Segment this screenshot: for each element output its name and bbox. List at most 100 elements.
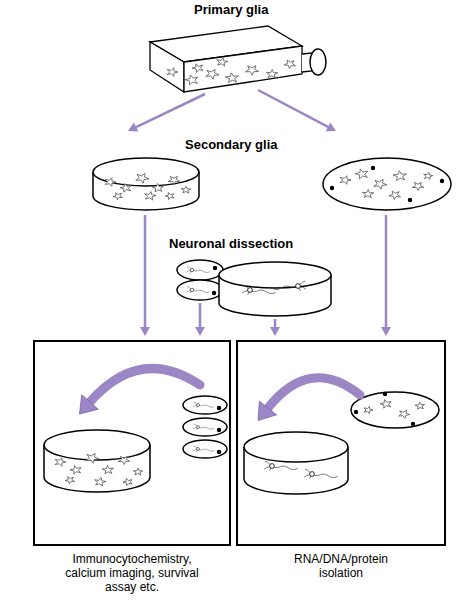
axon bbox=[193, 270, 210, 272]
glia-cell bbox=[217, 58, 228, 67]
glia-cell bbox=[165, 193, 174, 200]
glia-cell bbox=[123, 479, 132, 486]
glia-cell bbox=[136, 173, 149, 183]
glia-cell bbox=[113, 193, 122, 200]
glia-cell bbox=[133, 468, 143, 475]
glia-cell bbox=[152, 184, 163, 192]
glia-cell bbox=[362, 190, 373, 198]
glia-cell bbox=[266, 70, 277, 78]
glia-cell bbox=[145, 192, 156, 201]
glia-cell bbox=[65, 477, 74, 484]
flow-arrow bbox=[274, 319, 277, 327]
flow-arrow bbox=[385, 215, 388, 327]
arrow-head bbox=[195, 327, 205, 336]
arrow-head bbox=[326, 122, 336, 131]
arrow-head bbox=[79, 395, 98, 414]
arrow-head bbox=[140, 327, 150, 336]
bead bbox=[440, 179, 444, 183]
bead bbox=[411, 422, 415, 426]
glia-cell bbox=[168, 176, 180, 184]
soma bbox=[190, 288, 193, 291]
bead bbox=[212, 291, 216, 295]
glia-cell bbox=[120, 184, 131, 193]
soma bbox=[248, 288, 253, 293]
axon bbox=[199, 449, 214, 451]
dish-rim bbox=[44, 430, 150, 460]
axon bbox=[314, 474, 338, 477]
glia-cell bbox=[181, 186, 191, 193]
axon bbox=[199, 427, 214, 429]
soma bbox=[197, 404, 200, 407]
assay-caption: RNA/DNA/protein isolation bbox=[285, 552, 397, 580]
soma bbox=[310, 472, 315, 477]
flask-side bbox=[150, 42, 184, 92]
neuron bbox=[304, 469, 338, 479]
glia-cell bbox=[185, 75, 198, 85]
soma bbox=[190, 268, 193, 271]
glia-cell bbox=[399, 410, 410, 418]
dish-rim bbox=[93, 158, 199, 186]
glia-cell bbox=[412, 182, 424, 190]
axon bbox=[272, 286, 296, 289]
flow-arrow bbox=[136, 94, 205, 127]
axon bbox=[193, 290, 210, 292]
glia-cell bbox=[380, 400, 391, 409]
arrow-head bbox=[128, 123, 138, 132]
glia-cell bbox=[284, 60, 295, 68]
coverslip bbox=[177, 260, 223, 280]
neuron bbox=[193, 402, 214, 408]
glia-cell bbox=[86, 453, 99, 463]
bead bbox=[213, 266, 217, 270]
glia-cell bbox=[245, 66, 258, 76]
glia-cell bbox=[118, 456, 130, 464]
arrow-head bbox=[381, 327, 391, 336]
bead bbox=[330, 186, 334, 190]
axon bbox=[252, 290, 276, 293]
neuron bbox=[272, 281, 306, 291]
glia-cell bbox=[364, 406, 373, 413]
soma bbox=[270, 464, 275, 469]
assay-box: RNA/DNA/protein isolation bbox=[236, 340, 446, 546]
glia-cell bbox=[102, 466, 113, 474]
bead bbox=[217, 450, 221, 454]
coverslip bbox=[351, 392, 439, 428]
dish-rim bbox=[219, 262, 331, 288]
glia-cell bbox=[225, 73, 238, 83]
neuron bbox=[193, 424, 214, 430]
dish-rim bbox=[244, 432, 348, 462]
glia-cell bbox=[95, 478, 106, 487]
axon bbox=[274, 466, 298, 469]
coverslip bbox=[183, 440, 227, 458]
bead bbox=[217, 428, 221, 432]
neuron bbox=[187, 267, 210, 274]
glia-cell bbox=[206, 69, 219, 79]
glia-cell bbox=[192, 64, 203, 73]
glia-cell bbox=[355, 169, 368, 179]
neuron bbox=[242, 285, 276, 295]
coverslip bbox=[183, 418, 227, 436]
neuron bbox=[187, 287, 210, 294]
flask-cap bbox=[310, 49, 326, 75]
step-heading: Neuronal dissection bbox=[169, 236, 293, 251]
glia-cell bbox=[105, 178, 116, 187]
soma bbox=[197, 426, 200, 429]
assay-caption: Immunocytochemistry, calcium imaging, su… bbox=[62, 552, 202, 594]
assay-box: Immunocytochemistry, calcium imaging, su… bbox=[33, 340, 231, 546]
glia-cell bbox=[415, 402, 425, 409]
step-heading: Secondary glia bbox=[185, 137, 277, 152]
transfer-arrow bbox=[90, 369, 200, 402]
coverslip bbox=[183, 396, 227, 414]
soma bbox=[197, 448, 200, 451]
axon bbox=[199, 405, 214, 407]
step-heading: Primary glia bbox=[194, 2, 268, 17]
glia-cell bbox=[55, 458, 66, 467]
arrow-head bbox=[270, 327, 280, 336]
glia-cell bbox=[340, 176, 351, 185]
flow-arrow bbox=[144, 215, 147, 327]
glia-cell bbox=[167, 68, 178, 77]
glia-cell bbox=[374, 179, 387, 189]
bead bbox=[354, 410, 358, 414]
glia-cell bbox=[389, 191, 400, 199]
transfer-arrow bbox=[268, 378, 360, 408]
glia-cell bbox=[70, 466, 81, 475]
